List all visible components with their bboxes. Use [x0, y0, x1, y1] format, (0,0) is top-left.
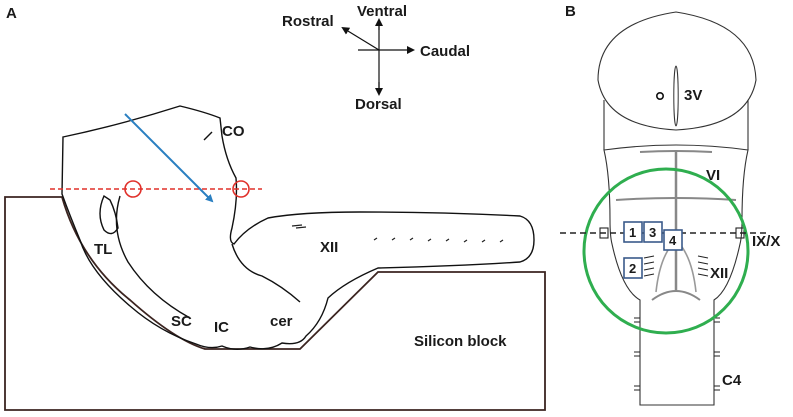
label-xii-b: XII	[710, 265, 728, 282]
label-ic: IC	[214, 319, 229, 336]
cut-marker-caudal	[232, 180, 250, 198]
xii-rootlets-left	[643, 255, 655, 277]
label-xii-a: XII	[320, 239, 338, 256]
site-box-4	[663, 229, 683, 251]
vessel-lower	[651, 290, 701, 301]
site-label-3: 3	[649, 225, 656, 240]
label-rostral: Rostral	[282, 13, 334, 30]
label-c4: C4	[722, 372, 742, 389]
silicon-block-outline	[4, 196, 546, 411]
site-label-1: 1	[629, 225, 636, 240]
label-tl: TL	[94, 241, 112, 258]
label-sc: SC	[171, 313, 192, 330]
site-label-2: 2	[629, 261, 636, 276]
hindbrain-outline	[603, 144, 749, 406]
label-ix-x: IX/X	[752, 233, 780, 250]
recording-region-circle	[582, 167, 750, 335]
label-cer: cer	[270, 313, 293, 330]
spinal-rootlets-right	[714, 317, 720, 391]
xii-rootlets-right	[697, 255, 709, 277]
site-label-4: 4	[669, 233, 677, 248]
cerebellum-contour	[231, 243, 301, 303]
brain-outline	[61, 105, 535, 350]
nerve-roots-a	[291, 224, 504, 243]
co-notch	[203, 131, 213, 141]
label-ventral: Ventral	[357, 3, 407, 20]
label-co: CO	[222, 123, 245, 140]
forebrain-outline	[597, 11, 757, 131]
site-box-1	[623, 221, 643, 243]
small-marker-circle	[655, 92, 664, 101]
label-vi: VI	[706, 167, 720, 184]
tectum-contour	[115, 195, 191, 319]
brain-lateral-view	[61, 105, 535, 350]
cut-marker-rostral	[124, 180, 142, 198]
spinal-rootlets-left	[634, 317, 640, 391]
label-silicon-block: Silicon block	[414, 333, 507, 350]
telencephalon-contour	[99, 194, 119, 235]
site-box-3	[643, 221, 663, 243]
vessel-upper	[639, 150, 713, 153]
panel-b: B	[560, 3, 780, 406]
label-dorsal: Dorsal	[355, 96, 402, 113]
panel-a: A Ventral Rostral Caudal Dorsal	[4, 3, 546, 411]
third-ventricle-slit	[673, 65, 679, 127]
electrode-arrow	[124, 113, 214, 203]
brainstem-ventral-view	[597, 11, 757, 406]
label-3v: 3V	[684, 87, 702, 104]
label-caudal: Caudal	[420, 43, 470, 60]
orientation-compass: Ventral Rostral Caudal Dorsal	[282, 3, 470, 113]
panel-a-label: A	[6, 5, 17, 22]
compass-rostral-arrow	[341, 26, 380, 51]
recording-sites: 1 3 4 2	[623, 221, 683, 279]
panel-b-label: B	[565, 3, 576, 20]
vessel-mid	[615, 197, 737, 201]
site-box-2	[623, 257, 643, 279]
